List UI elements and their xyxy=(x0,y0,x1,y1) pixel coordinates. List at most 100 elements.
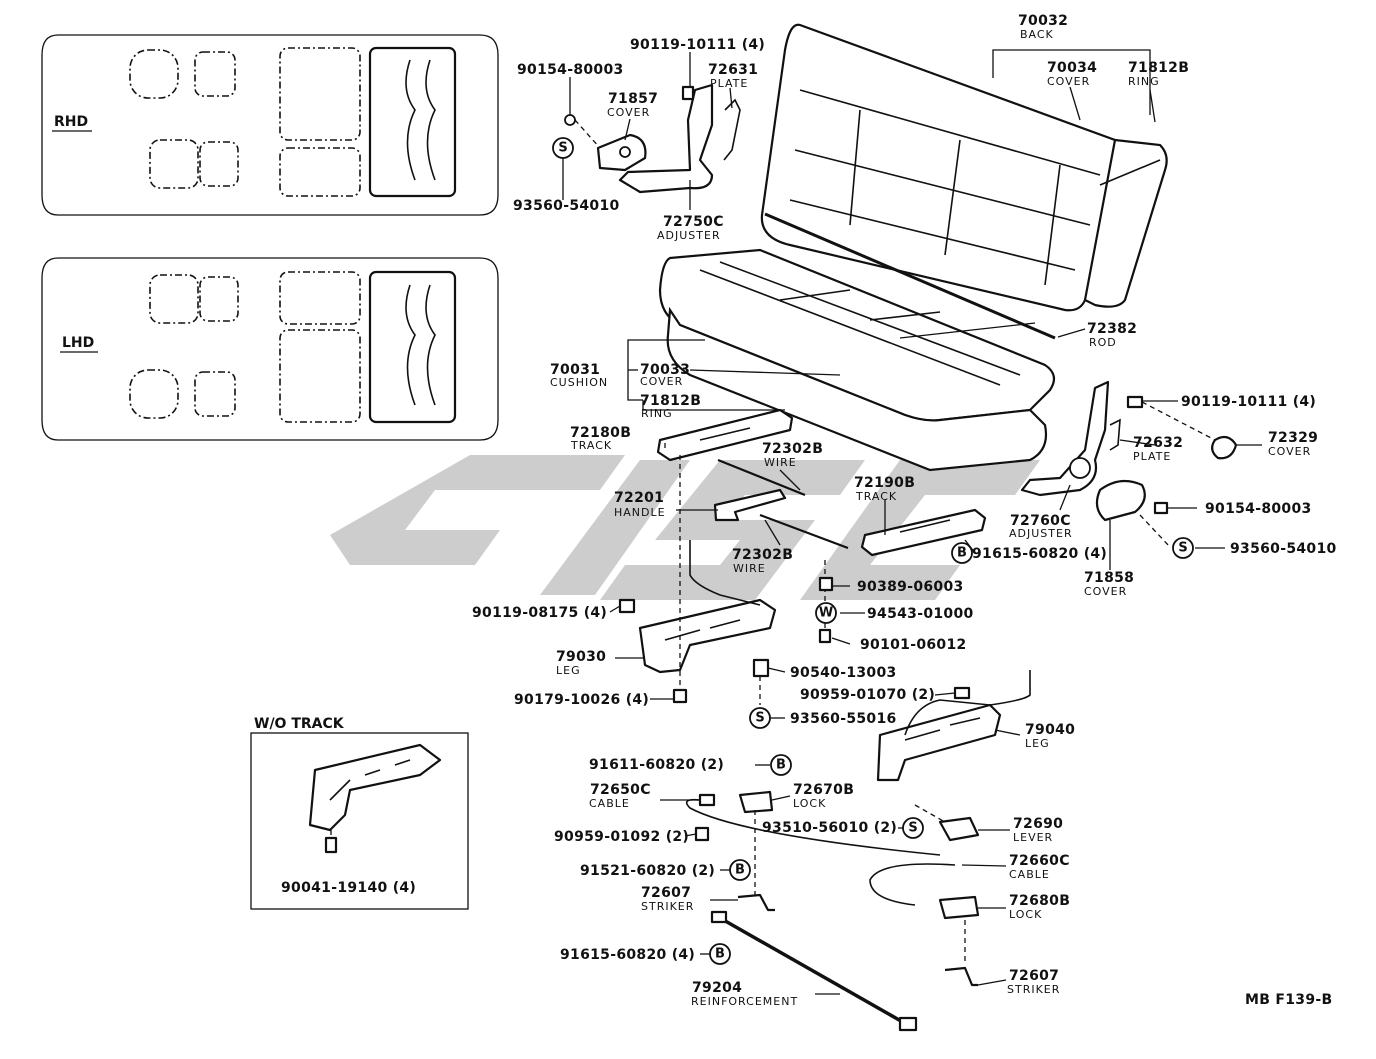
seat-cushion-assembly[interactable] xyxy=(658,248,1056,472)
callout-72650C-name: CABLE xyxy=(589,797,630,810)
rod-72382[interactable] xyxy=(764,212,1056,340)
callout-93560-54010-left: 93560-54010 xyxy=(513,198,620,214)
callout-91611-60820: 91611-60820 (2) xyxy=(589,757,724,773)
svg-text:W: W xyxy=(819,606,833,621)
callout-72680B-number: 72680B xyxy=(1009,893,1070,909)
clip-90959-01092[interactable] xyxy=(694,826,710,842)
svg-text:B: B xyxy=(776,758,786,773)
symbol-s-93560-54010-right: S xyxy=(1172,537,1194,559)
rhd-vehicle-outline xyxy=(41,34,499,216)
figure-code: MB F139-B xyxy=(1245,992,1332,1008)
symbol-w-94543-01000: W xyxy=(815,602,837,624)
callout-79204-name: REINFORCEMENT xyxy=(691,995,798,1008)
watermark-stroke-2 xyxy=(540,460,690,595)
lock-72680B[interactable] xyxy=(938,895,980,920)
watermark-logo xyxy=(330,455,1040,600)
striker-72607-right[interactable] xyxy=(944,966,978,987)
lever-72690[interactable] xyxy=(938,816,980,842)
callout-72631-name: PLATE xyxy=(710,77,748,90)
svg-text:S: S xyxy=(558,141,567,156)
symbol-b-91611-60820: B xyxy=(770,754,792,776)
callout-72201-number: 72201 xyxy=(614,490,664,506)
callout-90540-13003: 90540-13003 xyxy=(790,665,897,681)
inset-title: W/O TRACK xyxy=(254,716,345,732)
watermark-stroke-1 xyxy=(330,455,625,565)
callout-94543-01000: 94543-01000 xyxy=(867,606,974,622)
wire-72302B-upper[interactable] xyxy=(717,458,806,497)
seat-back-assembly[interactable] xyxy=(760,23,1168,312)
callout-79204-number: 79204 xyxy=(692,980,742,996)
rhd-front-seats xyxy=(129,49,239,189)
callout-72632-number: 72632 xyxy=(1133,435,1183,451)
callout-72670B-name: LOCK xyxy=(793,797,826,810)
inset-bolt[interactable] xyxy=(324,836,338,854)
cable-72660C[interactable] xyxy=(869,863,956,906)
callout-72660C-number: 72660C xyxy=(1009,853,1070,869)
callout-72302B-lower-name: WIRE xyxy=(733,562,766,575)
watermark-stroke-3 xyxy=(600,460,865,600)
rhd-rear-bench[interactable] xyxy=(368,46,457,198)
callout-70034-number: 70034 xyxy=(1047,60,1097,76)
callout-79030-name: LEG xyxy=(556,664,581,677)
reinforcement-79204[interactable] xyxy=(710,910,918,1032)
inset-part-number: 90041-19140 (4) xyxy=(281,880,416,896)
callout-72180B-name: TRACK xyxy=(570,439,612,452)
callout-90119-10111-right: 90119-10111 (4) xyxy=(1181,394,1316,410)
lhd-middle-seats xyxy=(279,271,361,423)
callout-70033-name: COVER xyxy=(640,375,683,388)
lock-72670B[interactable] xyxy=(738,790,774,814)
callout-71858-number: 71858 xyxy=(1084,570,1134,586)
callout-72607-right-number: 72607 xyxy=(1009,968,1059,984)
handle-72201[interactable] xyxy=(713,488,787,522)
callout-72760C-name: ADJUSTER xyxy=(1009,527,1073,540)
svg-text:B: B xyxy=(735,863,745,878)
rhd-middle-seats xyxy=(279,47,361,197)
callout-72190B-name: TRACK xyxy=(855,490,897,503)
lhd-rear-bench[interactable] xyxy=(368,270,457,424)
inset-frame xyxy=(250,732,469,910)
callout-79040-number: 79040 xyxy=(1025,722,1075,738)
callout-71857-name: COVER xyxy=(607,106,650,119)
callout-90119-10111-left: 90119-10111 (4) xyxy=(630,37,765,53)
rhd-label: RHD xyxy=(54,114,88,130)
callout-72607-left-number: 72607 xyxy=(641,885,691,901)
callout-71857-number: 71857 xyxy=(608,91,658,107)
callout-71812B-upper-number: 71812B xyxy=(1128,60,1189,76)
callout-72329-name: COVER xyxy=(1268,445,1311,458)
callout-90154-80003-left: 90154-80003 xyxy=(517,62,624,78)
callout-72750C-name: ADJUSTER xyxy=(657,229,721,242)
track-72190B[interactable] xyxy=(860,508,987,557)
lhd-vehicle-outline xyxy=(41,257,499,441)
callout-72660C-name: CABLE xyxy=(1009,868,1050,881)
callout-72607-left-name: STRIKER xyxy=(641,900,694,913)
callout-91615-60820-bottom: 91615-60820 (4) xyxy=(560,947,695,963)
callout-72631-number: 72631 xyxy=(708,62,758,78)
callout-71812B-lower-number: 71812B xyxy=(640,393,701,409)
callout-70033-number: 70033 xyxy=(640,362,690,378)
callout-72632-name: PLATE xyxy=(1133,450,1171,463)
striker-72607-left[interactable] xyxy=(737,893,775,912)
leg-79040[interactable] xyxy=(876,670,1031,782)
callout-72690-number: 72690 xyxy=(1013,816,1063,832)
symbol-markers: S B S W S B S B xyxy=(552,137,1194,965)
inset-leg-part[interactable] xyxy=(308,743,442,832)
callout-72650C-number: 72650C xyxy=(590,782,651,798)
right-adjuster-group[interactable] xyxy=(1020,380,1238,522)
callout-labels: 70032 BACK 70034 COVER 71812B RING 90119… xyxy=(472,13,1336,1008)
callout-93560-55016: 93560-55016 xyxy=(790,711,897,727)
symbol-s-93510-56010: S xyxy=(902,817,924,839)
callout-93510-56010: 93510-56010 (2) xyxy=(762,820,897,836)
wire-72302B-lower[interactable] xyxy=(759,513,849,550)
left-adjuster-group[interactable] xyxy=(564,83,741,194)
callout-72670B-number: 72670B xyxy=(793,782,854,798)
callout-72382-number: 72382 xyxy=(1087,321,1137,337)
callout-90101-06012: 90101-06012 xyxy=(860,637,967,653)
callout-90179-10026: 90179-10026 (4) xyxy=(514,692,649,708)
callout-72680B-name: LOCK xyxy=(1009,908,1042,921)
leg-79030[interactable] xyxy=(618,455,777,704)
symbol-b-91615-60820-bottom: B xyxy=(709,943,731,965)
callout-91615-60820-right: 91615-60820 (4) xyxy=(972,546,1107,562)
watermark-stroke-4 xyxy=(800,460,1040,600)
